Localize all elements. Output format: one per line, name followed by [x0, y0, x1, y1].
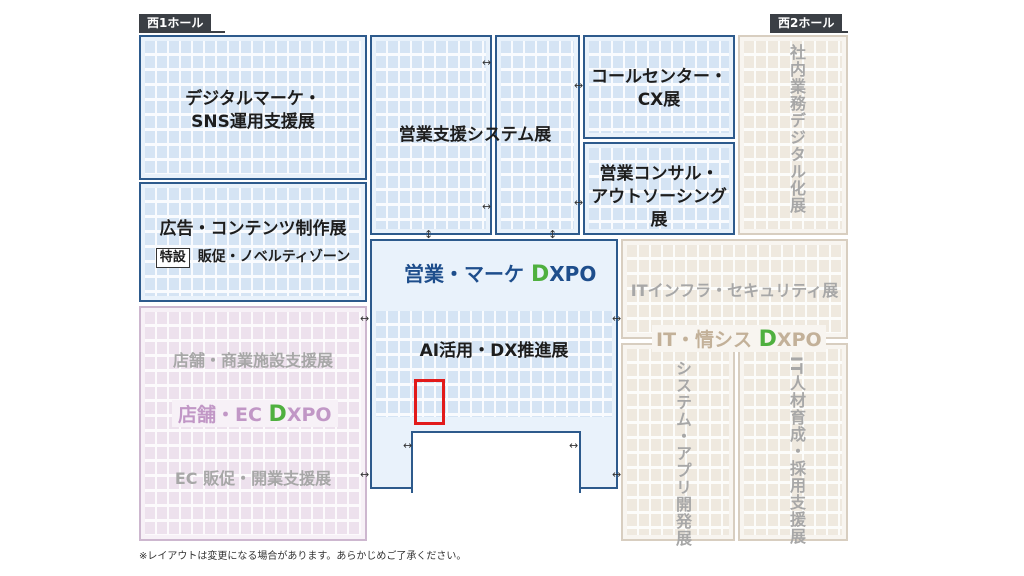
label-sales-promo-novelty: 特設販促・ノベルティゾーン — [139, 248, 367, 268]
label-sales-consul: 営業コンサル・ アウトソーシング展 — [591, 164, 727, 230]
connector-arrow: ↔ — [482, 56, 492, 69]
zone-it-infra[interactable] — [621, 239, 848, 339]
zone-ad-content[interactable] — [139, 182, 367, 302]
label-sales-system: 営業支援システム展 — [398, 125, 552, 145]
label-store-facility: 店舗・商業施設支援展 — [172, 351, 333, 370]
connector-arrow: ↔ — [574, 196, 584, 209]
label-it-infra: ITインフラ・セキュリティ展 — [630, 281, 839, 300]
expo-title-it-infosys: IT・情シス DXPO — [652, 325, 826, 352]
hall-divider-west1 — [139, 31, 225, 33]
expo-store-ec-d: D — [268, 402, 287, 427]
tokusetsu-badge: 特設 — [155, 248, 190, 268]
expo-store-ec-rest: XPO — [286, 404, 332, 426]
expo-title-store-ec: 店舗・EC DXPO — [172, 400, 338, 427]
hall-divider-west2 — [770, 31, 848, 33]
label-call-center: コールセンター・ CX展 — [591, 67, 727, 110]
connector-arrow: ↕ — [548, 228, 558, 241]
expo-store-ec-main: 店舗・EC — [178, 404, 269, 426]
expo-sales-marke-main: 営業・マーケ — [404, 262, 531, 286]
label-ec-promo: EC 販促・開業支援展 — [174, 469, 332, 488]
connector-arrow: ↕ — [424, 228, 434, 241]
label-internal-dx: 社内業務デジタル化展 — [787, 44, 806, 214]
connector-arrow: ↔ — [403, 439, 413, 452]
label-novelty-text: 販促・ノベルティゾーン — [197, 249, 351, 265]
connector-arrow: ↔ — [569, 439, 579, 452]
label-ai-dx: AI活用・DX推進展 — [419, 341, 569, 361]
label-system-app: システム・アプリ開発展 — [673, 360, 692, 547]
label-digital-marketing: デジタルマーケ・ SNS運用支援展 — [185, 89, 321, 132]
zone-system-app[interactable] — [621, 343, 735, 541]
connector-arrow: ↔ — [574, 79, 584, 92]
label-it-hr: IT人材育成・採用支援展 — [787, 356, 806, 545]
expo-it-infosys-main: IT・情シス — [656, 329, 759, 351]
zone-call-center[interactable] — [583, 35, 735, 139]
expo-it-infosys-rest: XPO — [776, 329, 822, 351]
connector-arrow: ↔ — [360, 312, 370, 325]
connector-arrow: ↔ — [612, 312, 622, 325]
expo-it-infosys-d: D — [758, 327, 777, 352]
zone-sales-system-left[interactable] — [370, 35, 492, 235]
expo-title-sales-marke: 営業・マーケ DXPO — [404, 258, 596, 287]
connector-arrow: ↔ — [482, 200, 492, 213]
zone-sales-consul[interactable] — [583, 142, 735, 235]
connector-arrow: ↔ — [612, 468, 622, 481]
zone-it-hr[interactable] — [738, 343, 848, 541]
highlighted-booth[interactable] — [414, 379, 445, 425]
zone-digital-marketing[interactable] — [139, 35, 367, 180]
label-ad-content: 広告・コンテンツ制作展 — [159, 219, 347, 239]
expo-sales-marke-rest: XPO — [549, 262, 597, 286]
hall-label-west1: 西1ホール — [139, 14, 212, 32]
zone-internal-dx[interactable] — [738, 35, 848, 235]
expo-sales-marke-d: D — [530, 262, 550, 287]
zone-sales-system-right[interactable] — [495, 35, 580, 235]
connector-arrow: ↔ — [360, 468, 370, 481]
hall-label-west2: 西2ホール — [770, 14, 843, 32]
layout-note: ※レイアウトは変更になる場合があります。あらかじめご了承ください。 — [139, 551, 467, 562]
entrance-notch — [411, 431, 581, 493]
